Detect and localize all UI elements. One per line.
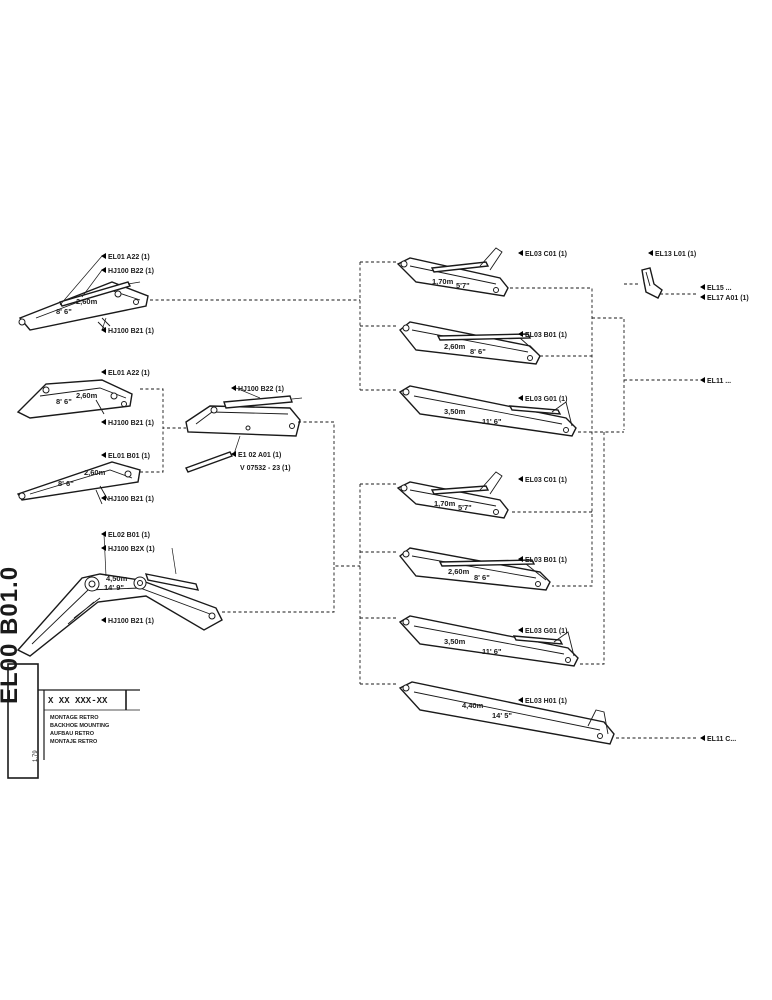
label-hj100-b21-d: HJ100 B21 (1) (108, 618, 154, 625)
dim-dipper-7-imperial: 14' 5" (492, 711, 512, 720)
title-line-fr: MONTAGE RETRO (50, 715, 99, 721)
label-el13-l01: EL13 L01 (1) (655, 251, 696, 258)
drawing-title: MONTAGE RETRO BACKHOE MOUNTING AUFBAU RE… (50, 714, 109, 746)
dim-boom-d-metric: 4,50m (106, 574, 128, 583)
label-el01-a22: EL01 A22 (1) (108, 254, 150, 261)
boom-d (16, 533, 223, 657)
arrow-icon (101, 419, 106, 425)
boom-c (16, 461, 141, 505)
arrow-icon (101, 369, 106, 375)
label-v07532: V 07532 - 23 (1) (240, 465, 291, 472)
dim-dipper-4-metric: 1,70m (434, 499, 456, 508)
arrow-icon (518, 627, 523, 633)
label-el01-b01: EL01 B01 (1) (108, 453, 150, 460)
connector-line (140, 428, 164, 473)
dim-dipper-4-imperial: 5'7" (458, 503, 472, 512)
title-line-en: BACKHOE MOUNTING (50, 723, 110, 729)
label-el17-a01: EL17 A01 (1) (707, 295, 749, 302)
dim-dipper-3-metric: 3,50m (444, 407, 466, 416)
connector-line (140, 388, 186, 429)
label-el02-b01: EL02 B01 (1) (108, 532, 150, 539)
label-el02-a01: E1 02 A01 (1) (238, 452, 281, 459)
arrow-icon (700, 294, 705, 300)
connector-line (592, 317, 625, 430)
dipper-4 (396, 471, 509, 519)
dim-dipper-6-metric: 3,50m (444, 637, 466, 646)
label-el03-g01-b: EL03 G01 (1) (525, 628, 567, 635)
arrow-icon (101, 495, 106, 501)
drawing-code: EL00 B01.0 (0, 565, 23, 704)
arrow-icon (101, 531, 106, 537)
dim-dipper-2-imperial: 8' 6" (470, 347, 486, 356)
dim-dipper-2-metric: 2,60m (444, 342, 466, 351)
title-block-frame (7, 663, 140, 779)
dipper-3 (398, 385, 577, 437)
label-el01-a22-b: EL01 A22 (1) (108, 370, 150, 377)
dipper-1 (396, 247, 509, 297)
quick-coupler (641, 267, 663, 299)
arrow-icon (518, 395, 523, 401)
title-line-de: AUFBAU RETRO (50, 731, 94, 737)
label-el11-c: EL11 C... (707, 736, 736, 743)
arrow-icon (101, 267, 106, 273)
dim-dipper-6-imperial: 11' 6" (482, 647, 502, 656)
dim-boom-d-imperial: 14' 9" (104, 583, 124, 592)
label-el03-b01-a: EL03 B01 (1) (525, 332, 567, 339)
label-hj100-b2x: HJ100 B2X (1) (108, 546, 155, 553)
label-el15: EL15 ... (707, 285, 732, 292)
label-hj100-b22-mid: HJ100 B22 (1) (238, 386, 284, 393)
boom-a (18, 281, 149, 331)
dipper-5 (399, 547, 551, 591)
dim-dipper-5-imperial: 8' 6" (474, 573, 490, 582)
dim-boom-a-imperial: 8' 6" (56, 307, 72, 316)
boom-b (16, 379, 133, 419)
label-hj100-b21-b: HJ100 B21 (1) (108, 420, 154, 427)
mounting-bracket (185, 387, 303, 473)
dim-boom-b-imperial: 8' 6" (56, 397, 72, 406)
drawing-date: 1.79 (33, 750, 39, 762)
label-hj100-b21-c: HJ100 B21 (1) (108, 496, 154, 503)
dipper-6 (398, 615, 579, 667)
arrow-icon (101, 452, 106, 458)
connector-line (298, 421, 360, 567)
dim-dipper-5-metric: 2,60m (448, 567, 470, 576)
label-el03-b01-b: EL03 B01 (1) (525, 557, 567, 564)
arrow-icon (101, 617, 106, 623)
connector-line (510, 287, 593, 587)
arrow-icon (700, 377, 705, 383)
label-el03-h01: EL03 H01 (1) (525, 698, 567, 705)
dim-boom-b-metric: 2,60m (76, 391, 98, 400)
dim-boom-a-metric: 2,60m (76, 297, 98, 306)
arrow-icon (518, 250, 523, 256)
label-hj100-b21-top: HJ100 B21 (1) (108, 328, 154, 335)
dipper-2 (399, 321, 541, 365)
dim-boom-c-metric: 2,60m (84, 468, 106, 477)
dim-boom-c-imperial: 8' 6" (58, 479, 74, 488)
arrow-icon (700, 284, 705, 290)
dim-dipper-1-metric: 1,70m (432, 277, 454, 286)
dipper-7 (398, 681, 615, 745)
arrow-icon (231, 385, 236, 391)
label-el11-a: EL11 ... (707, 378, 731, 385)
arrow-icon (101, 545, 106, 551)
arrow-icon (518, 476, 523, 482)
label-el03-g01-a: EL03 G01 (1) (525, 396, 567, 403)
title-line-es: MONTAJE RETRO (50, 739, 98, 745)
label-el03-c01-b: EL03 C01 (1) (525, 477, 567, 484)
dim-dipper-7-metric: 4,40m (462, 701, 484, 710)
connector-line (580, 432, 605, 665)
arrow-icon (648, 250, 653, 256)
arrow-icon (700, 735, 705, 741)
connector-line (222, 566, 335, 613)
arrow-icon (518, 697, 523, 703)
dim-dipper-3-imperial: 11' 6" (482, 417, 502, 426)
dim-dipper-1-imperial: 5'7" (456, 281, 470, 290)
arrow-icon (101, 253, 106, 259)
reference-number: X XX XXX-XX (48, 696, 108, 706)
label-el03-c01-a: EL03 C01 (1) (525, 251, 567, 258)
label-hj100-b22-top: HJ100 B22 (1) (108, 268, 154, 275)
